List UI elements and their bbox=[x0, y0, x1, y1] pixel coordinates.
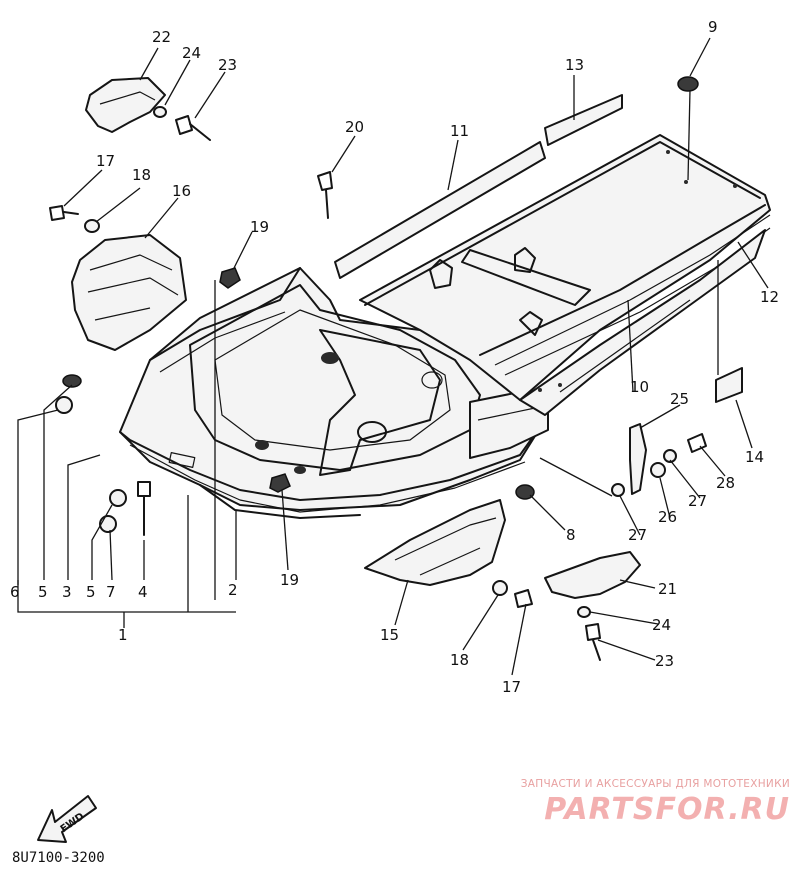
callout-1: 1 bbox=[118, 626, 128, 644]
callout-13: 13 bbox=[565, 56, 584, 74]
callout-16: 16 bbox=[172, 182, 191, 200]
callout-3: 3 bbox=[62, 583, 72, 601]
callout-5a: 5 bbox=[38, 583, 48, 601]
fwd-arrow-icon: FWD bbox=[37, 795, 97, 843]
callout-18b: 18 bbox=[450, 651, 469, 669]
leader-lines bbox=[17, 37, 769, 676]
callout-7: 7 bbox=[106, 583, 116, 601]
callout-26: 26 bbox=[658, 508, 677, 526]
callout-10: 10 bbox=[630, 378, 649, 396]
rear-deck bbox=[359, 134, 771, 416]
callout-6: 6 bbox=[10, 583, 20, 601]
callout-12: 12 bbox=[760, 288, 779, 306]
callout-24b: 24 bbox=[652, 616, 671, 634]
watermark-tagline: ЗАПЧАСТИ И АКСЕССУАРЫ ДЛЯ МОТОТЕХНИКИ bbox=[520, 778, 790, 790]
callout-5b: 5 bbox=[86, 583, 96, 601]
callout-27a: 27 bbox=[688, 492, 707, 510]
callout-15: 15 bbox=[380, 626, 399, 644]
hardware bbox=[49, 76, 707, 661]
callout-28: 28 bbox=[716, 474, 735, 492]
callout-17a: 17 bbox=[96, 152, 115, 170]
callout-27b: 27 bbox=[628, 526, 647, 544]
callout-8: 8 bbox=[566, 526, 576, 544]
callout-21: 21 bbox=[658, 580, 677, 598]
callout-22: 22 bbox=[152, 28, 171, 46]
callout-19b: 19 bbox=[280, 571, 299, 589]
part-22-bracket bbox=[85, 77, 166, 133]
watermark-logo: PARTSFOR.RU bbox=[544, 792, 790, 827]
part-16-cover bbox=[71, 234, 187, 351]
drawing-code: 8U7100-3200 bbox=[12, 850, 105, 866]
callout-17b: 17 bbox=[502, 678, 521, 696]
callout-14: 14 bbox=[745, 448, 764, 466]
callout-11: 11 bbox=[450, 122, 469, 140]
callout-25: 25 bbox=[670, 390, 689, 408]
callout-4: 4 bbox=[138, 583, 148, 601]
callout-19a: 19 bbox=[250, 218, 269, 236]
callout-2: 2 bbox=[228, 581, 238, 599]
callout-labels: 1 2 3 4 5 5 6 7 8 9 10 11 12 13 14 15 16… bbox=[10, 18, 779, 696]
callout-9: 9 bbox=[708, 18, 718, 36]
callout-18a: 18 bbox=[132, 166, 151, 184]
part-21-bracket bbox=[544, 551, 641, 599]
callout-20: 20 bbox=[345, 118, 364, 136]
callout-24a: 24 bbox=[182, 44, 201, 62]
callout-23b: 23 bbox=[655, 652, 674, 670]
callout-23a: 23 bbox=[218, 56, 237, 74]
decal-strips bbox=[334, 94, 743, 403]
watermark: ЗАПЧАСТИ И АКСЕССУАРЫ ДЛЯ МОТОТЕХНИКИ PA… bbox=[470, 778, 790, 827]
part-15-cover bbox=[364, 499, 506, 586]
